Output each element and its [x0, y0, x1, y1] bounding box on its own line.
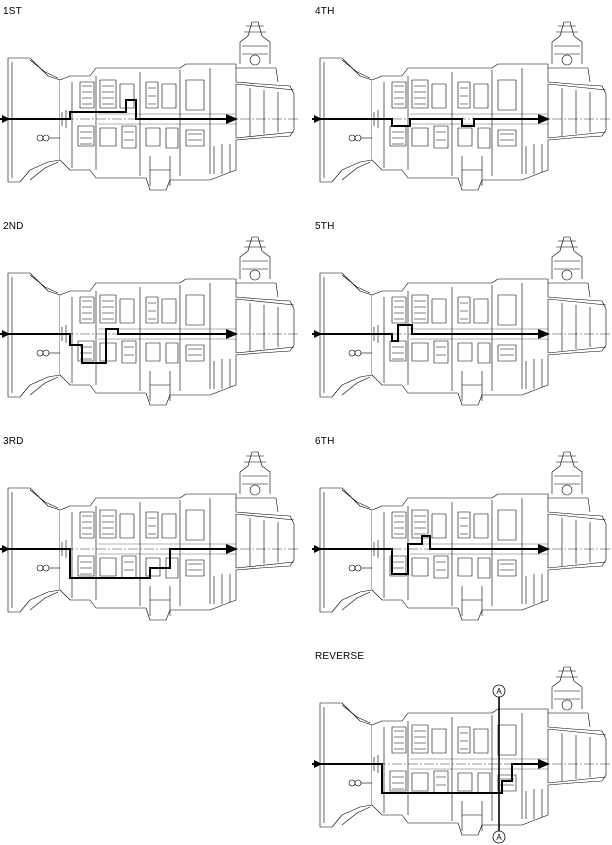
gear-label-2nd: 2ND — [3, 221, 24, 232]
input-arrowhead-icon — [2, 545, 10, 553]
transmission-body — [312, 666, 612, 836]
power-flow-path — [312, 118, 544, 127]
panel-reverse: REVERSE A A — [312, 651, 612, 844]
power-flow-path — [0, 548, 232, 579]
section-marker-bottom-label: A — [496, 833, 502, 842]
input-arrowhead-icon — [314, 115, 322, 123]
input-arrowhead-icon — [314, 545, 322, 553]
transmission-body — [0, 21, 300, 191]
gear-label-1st: 1ST — [3, 6, 22, 17]
power-flow-arrowhead-icon — [538, 544, 550, 554]
power-flow-path — [312, 763, 544, 794]
power-flow-path — [0, 328, 232, 364]
transmission-body — [312, 21, 612, 191]
transmission-diagram-4th — [312, 21, 612, 191]
gear-label-reverse: REVERSE — [315, 651, 365, 662]
transmission-diagram-3rd — [0, 451, 300, 621]
panel-4th: 4TH — [312, 6, 612, 206]
power-flow-path — [0, 99, 232, 120]
input-arrowhead-icon — [314, 330, 322, 338]
section-marker-top — [492, 684, 506, 698]
power-flow-arrowhead-icon — [538, 114, 550, 124]
transmission-diagram-5th — [312, 236, 612, 406]
power-flow-arrowhead-icon — [538, 759, 550, 769]
gear-label-4th: 4TH — [315, 6, 335, 17]
panel-2nd: 2ND — [0, 221, 300, 421]
power-flow-path — [312, 324, 544, 342]
section-marker-top-label: A — [496, 687, 502, 696]
panel-6th: 6TH — [312, 436, 612, 636]
panel-3rd: 3RD — [0, 436, 300, 636]
transmission-body — [312, 236, 612, 406]
transmission-diagram-2nd — [0, 236, 300, 406]
gear-label-6th: 6TH — [315, 436, 335, 447]
gear-label-3rd: 3RD — [3, 436, 24, 447]
power-flow-arrowhead-icon — [226, 329, 238, 339]
power-flow-path — [312, 535, 544, 575]
section-callout-overlay: A A — [492, 684, 506, 844]
transmission-diagram-6th — [312, 451, 612, 621]
transmission-diagram-reverse — [312, 666, 612, 836]
power-flow-arrowhead-icon — [226, 114, 238, 124]
transmission-body — [312, 451, 612, 621]
transmission-body — [0, 236, 300, 406]
transmission-body — [0, 451, 300, 621]
power-flow-arrowhead-icon — [538, 329, 550, 339]
transmission-diagram-1st — [0, 21, 300, 191]
input-arrowhead-icon — [2, 330, 10, 338]
panel-5th: 5TH — [312, 221, 612, 421]
input-arrowhead-icon — [2, 115, 10, 123]
panel-1st: 1ST — [0, 6, 300, 206]
gear-label-5th: 5TH — [315, 221, 335, 232]
power-flow-arrowhead-icon — [226, 544, 238, 554]
input-arrowhead-icon — [314, 760, 322, 768]
